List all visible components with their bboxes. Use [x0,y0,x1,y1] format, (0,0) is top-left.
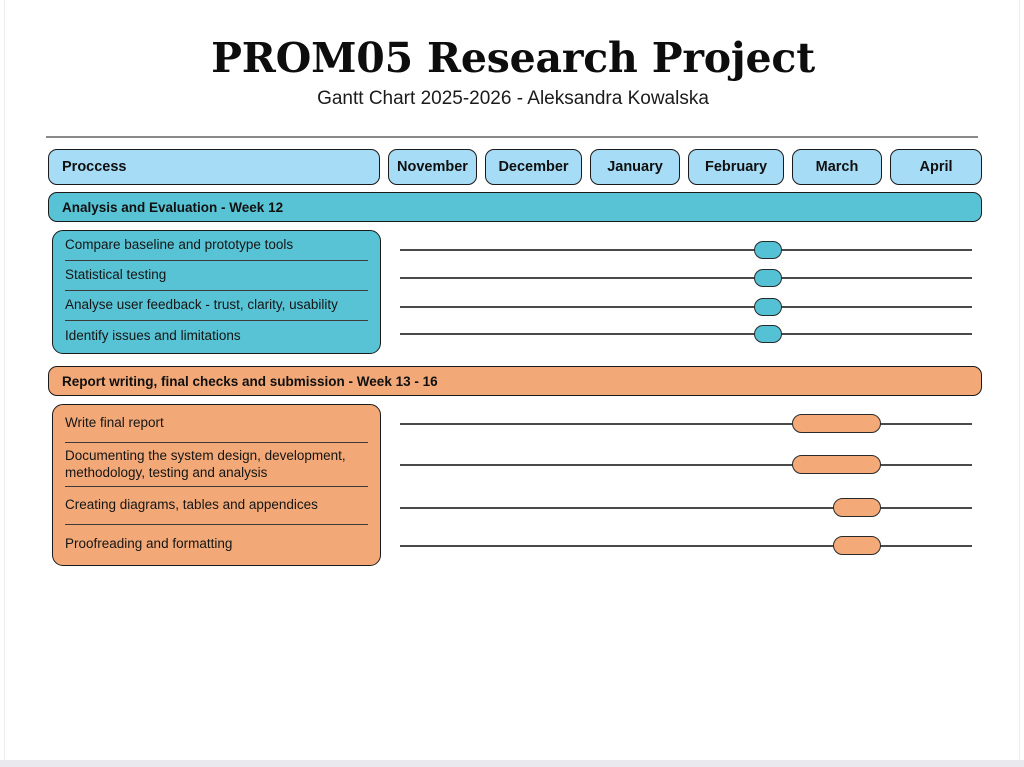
gantt-bar[interactable] [754,325,782,343]
header-divider [46,136,978,138]
page-bottom-edge [0,760,1024,767]
task-row[interactable]: Documenting the system design, developme… [65,443,368,487]
gantt-bar[interactable] [792,455,881,474]
timeline-analysis-and-evaluation [400,230,972,354]
month-header-february[interactable]: February [688,149,784,185]
timeline-track [400,306,972,308]
month-header-april[interactable]: April [890,149,982,185]
month-header-january[interactable]: January [590,149,680,185]
task-panel-report-writing: Write final report Documenting the syste… [52,404,381,566]
timeline-track [400,333,972,335]
task-row[interactable]: Compare baseline and prototype tools [65,231,368,261]
gantt-bar[interactable] [833,536,881,555]
timeline-track [400,507,972,509]
month-header-december[interactable]: December [485,149,582,185]
gantt-bar[interactable] [754,241,782,259]
gantt-bar[interactable] [792,414,881,433]
document-page: PROM05 Research Project Gantt Chart 2025… [4,0,1020,760]
gantt-bar[interactable] [754,269,782,287]
timeline-track [400,423,972,425]
month-header-november[interactable]: November [388,149,477,185]
timeline-report-writing [400,404,972,566]
task-row[interactable]: Write final report [65,405,368,443]
page-title: PROM05 Research Project [211,34,815,82]
task-panel-analysis-and-evaluation: Compare baseline and prototype tools Sta… [52,230,381,354]
task-row[interactable]: Analyse user feedback - trust, clarity, … [65,291,368,321]
process-column-header[interactable]: Proccess [48,149,380,185]
task-row[interactable]: Statistical testing [65,261,368,291]
timeline-track [400,545,972,547]
page-subtitle: Gantt Chart 2025-2026 - Aleksandra Kowal… [317,88,709,109]
gantt-bar[interactable] [754,298,782,316]
section-header-report-writing[interactable]: Report writing, final checks and submiss… [48,366,982,396]
timeline-track [400,249,972,251]
month-header-march[interactable]: March [792,149,882,185]
timeline-track [400,464,972,466]
timeline-track [400,277,972,279]
section-header-analysis-and-evaluation[interactable]: Analysis and Evaluation - Week 12 [48,192,982,222]
gantt-bar[interactable] [833,498,881,517]
task-row[interactable]: Proofreading and formatting [65,535,233,551]
task-row[interactable]: Identify issues and limitations [65,327,241,343]
task-row[interactable]: Creating diagrams, tables and appendices [65,487,368,525]
column-header-row: Proccess November December January Febru… [48,149,982,185]
